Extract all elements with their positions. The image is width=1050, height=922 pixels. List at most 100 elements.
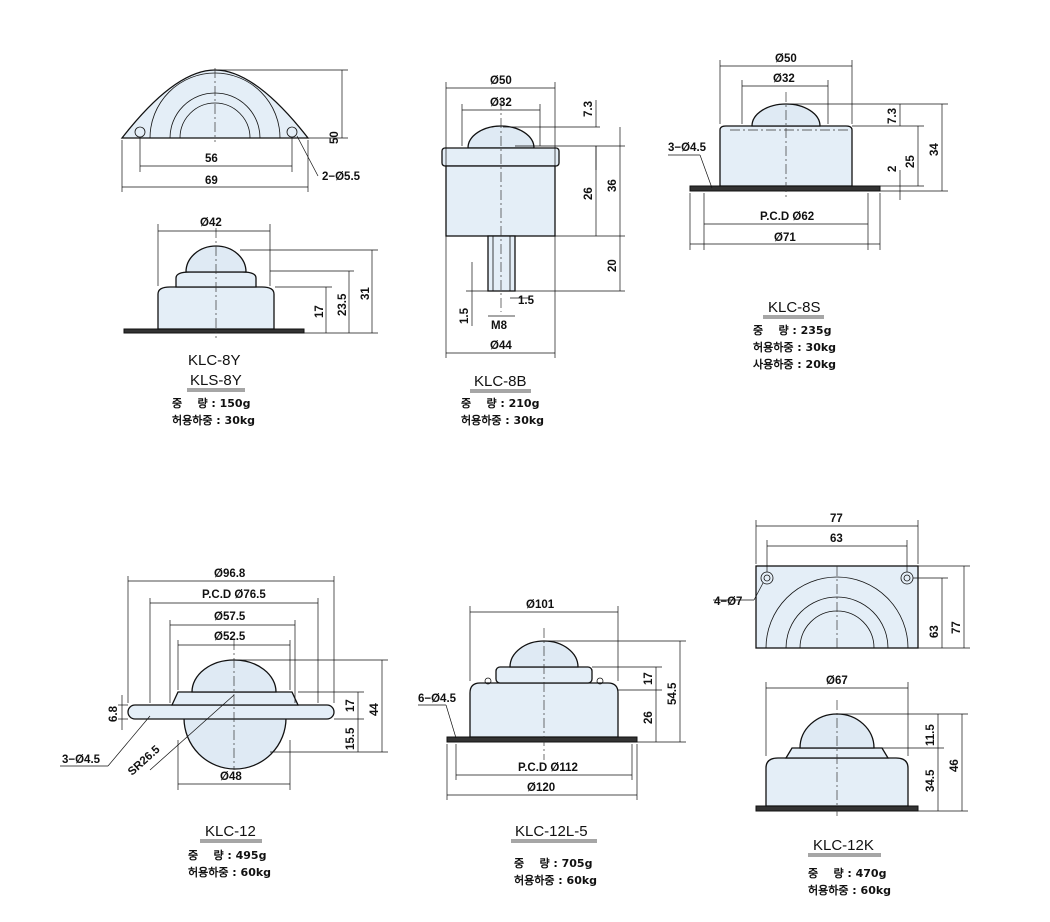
klc12l5-flange (446, 736, 638, 743)
klc8s-weight: 중 량 : 235g (753, 324, 831, 337)
dim-8b-1-5-left: 1.5 (459, 307, 471, 324)
klc8b-stem (487, 235, 516, 292)
dim-12-6-8: 6.8 (108, 705, 120, 722)
klc12-flange (127, 704, 335, 720)
dim-8b-7-3: 7.3 (583, 101, 595, 117)
dim-12-d52-5: Ø52.5 (214, 631, 246, 643)
dim-8s-34: 34 (929, 143, 941, 156)
dim-12-d48: Ø48 (220, 771, 242, 783)
dim-17: 17 (314, 305, 326, 318)
klc8b-cap (441, 147, 560, 167)
dim-d42: Ø42 (200, 217, 222, 229)
dim-8s-d50: Ø50 (775, 53, 797, 65)
klc8y-hole-left (134, 126, 146, 138)
klc8y-weight: 중 량 : 150g (172, 397, 250, 410)
klc12-housing (170, 691, 300, 706)
dim-8s-holes: 3−Ø4.5 (668, 142, 707, 154)
dim-12-holes: 3−Ø4.5 (62, 754, 101, 766)
klc12l5-caption: KLC-12L-5 중 량 : 705g 허용하중 : 60kg (511, 823, 597, 887)
dim-8s-7-3: 7.3 (887, 108, 899, 124)
klc8y-hole-right (286, 126, 298, 138)
klc8s-view: Ø50 Ø32 7.3 25 34 2 3−Ø4.5 P.C.D Ø62 Ø71 (668, 53, 948, 250)
klc8b-view: Ø50 Ø32 7.3 26 36 20 1.5 1.5 M8 Ø44 (441, 75, 625, 358)
klc12l5-weight: 중 량 : 705g (514, 857, 592, 870)
dim-69: 69 (205, 175, 218, 187)
klc8b-caption: KLC-8B 중 량 : 210g 허용하중 : 30kg (461, 373, 544, 427)
klc12k-top-view: 77 63 4−Ø7 63 77 (713, 513, 970, 650)
dim-12k-11-5: 11.5 (925, 724, 937, 746)
dim-12k-h77: 77 (951, 621, 963, 634)
dim-12-d57-5: Ø57.5 (214, 611, 246, 623)
klc12-weight: 중 량 : 495g (188, 849, 266, 862)
dim-31: 31 (360, 287, 372, 300)
dim-12l5-17: 17 (643, 672, 655, 685)
dim-8s-2: 2 (887, 166, 899, 172)
dim-12-pcd: P.C.D Ø76.5 (202, 589, 266, 601)
klc12-view: Ø96.8 P.C.D Ø76.5 Ø57.5 Ø52.5 17 44 15.5… (60, 568, 388, 790)
klc12l5-load: 허용하중 : 60kg (514, 873, 597, 887)
klc8s-flange (689, 185, 881, 192)
dim-12l5-holes: 6−Ø4.5 (418, 693, 457, 705)
dim-50: 50 (329, 131, 341, 144)
klc8s-caption: KLC-8S 중 량 : 235g 허용하중 : 30kg 사용하중 : 20k… (753, 299, 836, 371)
dim-12l5-d120: Ø120 (527, 782, 555, 794)
dim-12k-h63: 63 (929, 625, 941, 638)
klc8y-side-view: Ø42 17 23.5 31 (123, 217, 378, 338)
model-klc-12: KLC-12 (205, 823, 256, 840)
dim-12k-holes: 4−Ø7 (714, 596, 742, 608)
dim-8b-26: 26 (583, 187, 595, 200)
model-klc-12k: KLC-12K (813, 837, 874, 854)
dim-12-d96-8: Ø96.8 (214, 568, 246, 580)
klc8b-weight: 중 량 : 210g (461, 397, 539, 410)
dim-12l5-pcd: P.C.D Ø112 (518, 762, 578, 774)
klc12-lower-ball (183, 717, 287, 770)
dim-12-44: 44 (369, 703, 381, 716)
dim-12l5-26: 26 (643, 711, 655, 724)
model-klc-8b: KLC-8B (474, 373, 527, 390)
model-kls-8y: KLS-8Y (190, 372, 242, 389)
dim-12-sr: SR26.5 (126, 743, 163, 778)
model-klc-12l-5: KLC-12L-5 (515, 823, 588, 840)
dim-8b-20: 20 (607, 259, 619, 272)
klc12-caption: KLC-12 중 량 : 495g 허용하중 : 60kg (188, 823, 271, 879)
klc8s-load: 허용하중 : 30kg (753, 340, 836, 354)
dim-8b-36: 36 (607, 179, 619, 192)
dim-12l5-54-5: 54.5 (667, 682, 679, 705)
dim-8s-d71: Ø71 (774, 232, 796, 244)
dim-12-15-5: 15.5 (345, 727, 357, 750)
dim-56: 56 (205, 153, 218, 165)
dim-12k-46: 46 (949, 759, 961, 772)
klc12k-arc-outer (765, 576, 909, 649)
dim-8b-d32: Ø32 (490, 97, 512, 109)
dim-12k-77: 77 (830, 513, 843, 525)
klc8b-load: 허용하중 : 30kg (461, 413, 544, 427)
klc12k-caption: KLC-12K 중 량 : 470g 허용하중 : 60kg (808, 837, 891, 897)
dim-8b-d50: Ø50 (490, 75, 512, 87)
dim-8s-25: 25 (905, 155, 917, 168)
model-klc-8s: KLC-8S (768, 299, 821, 316)
klc12l5-view: Ø101 17 26 54.5 6−Ø4.5 P.C.D Ø112 Ø120 (418, 599, 686, 800)
dim-8s-pcd: P.C.D Ø62 (760, 211, 814, 223)
dim-8b-d44: Ø44 (490, 340, 512, 352)
dim-8s-d32: Ø32 (773, 73, 795, 85)
dim-12-17: 17 (345, 699, 357, 712)
klc8y-load: 허용하중 : 30kg (172, 413, 255, 427)
dim-8b-m8: M8 (491, 320, 508, 332)
dim-12k-63: 63 (830, 533, 843, 545)
dim-8b-1-5-right: 1.5 (518, 295, 535, 307)
dim-23-5: 23.5 (337, 293, 349, 316)
dim-12k-d67: Ø67 (826, 675, 848, 687)
dim-2-holes: 2−Ø5.5 (322, 171, 361, 183)
klc12-load: 허용하중 : 60kg (188, 865, 271, 879)
klc12k-side-view: Ø67 11.5 34.5 46 (755, 675, 968, 816)
klc8y-caption: KLC-8Y KLS-8Y 중 량 : 150g 허용하중 : 30kg (172, 352, 255, 427)
model-klc-8y: KLC-8Y (188, 352, 241, 369)
klc12k-weight: 중 량 : 470g (808, 867, 886, 880)
dim-12k-34-5: 34.5 (925, 769, 937, 792)
dim-12l5-d101: Ø101 (526, 599, 555, 611)
klc8b-body (445, 165, 556, 237)
klc8y-top-view: 56 69 50 2−Ø5.5 (120, 68, 361, 192)
klc8s-use-load: 사용하중 : 20kg (753, 357, 836, 371)
klc12k-load: 허용하중 : 60kg (808, 883, 891, 897)
